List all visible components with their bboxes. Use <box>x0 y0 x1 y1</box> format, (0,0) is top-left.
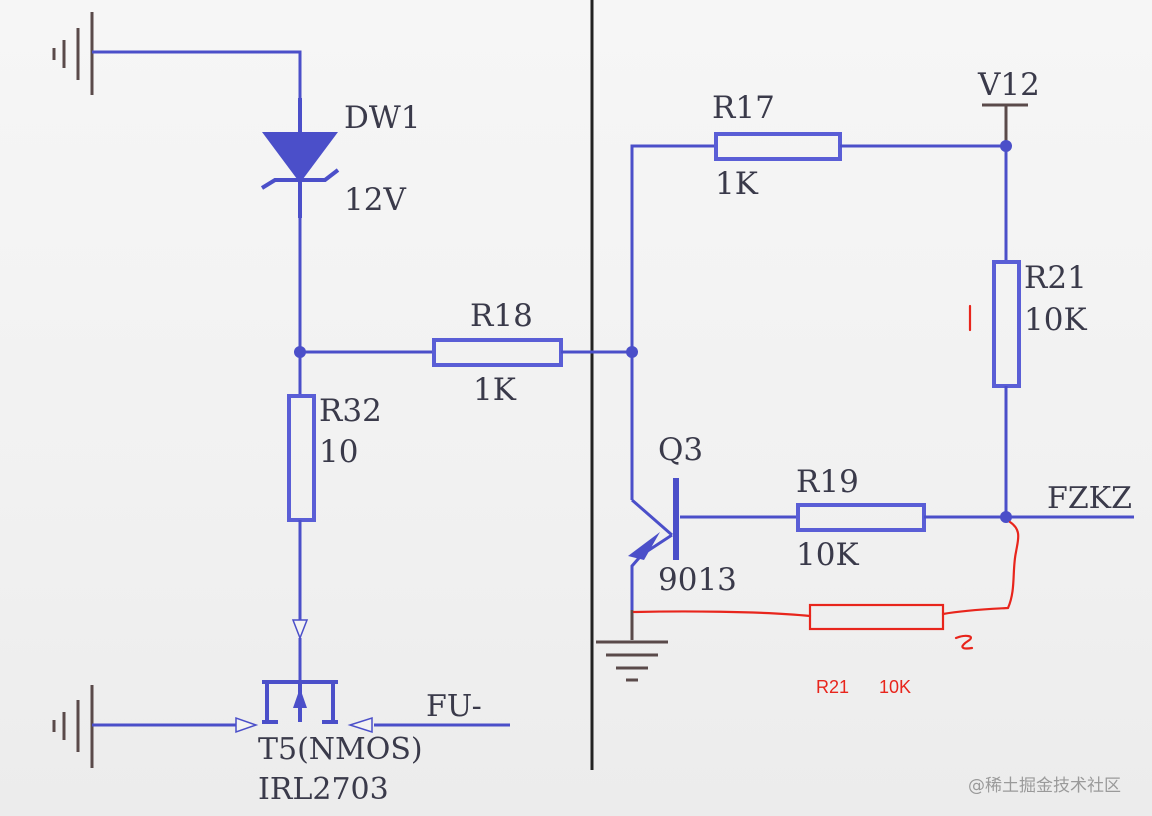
watermark: @稀土掘金技术社区 <box>968 776 1121 796</box>
zener-diode-dw1 <box>260 98 340 218</box>
r17-value: 1K <box>715 166 759 202</box>
dw1-label: DW1 <box>344 100 420 136</box>
gate-arrow <box>291 619 309 641</box>
resistor-r19 <box>796 503 926 532</box>
wire-collector-to-r17 <box>630 144 716 500</box>
transistor-q3 <box>628 478 679 610</box>
mosfet-t5 <box>262 638 338 724</box>
resistor-r32 <box>287 394 316 522</box>
resistor-r17 <box>714 132 842 161</box>
resistor-r21 <box>992 260 1021 388</box>
dw1-value: 12V <box>344 182 406 218</box>
r18-value: 1K <box>473 372 517 408</box>
r21-value: 10K <box>1024 302 1087 338</box>
ground-symbol-top-left <box>52 12 94 95</box>
wire-ground-to-zener <box>92 50 302 98</box>
t5-label: T5(NMOS) <box>258 732 423 767</box>
r32-label: R32 <box>319 393 382 429</box>
r18-label: R18 <box>470 298 533 334</box>
fu-minus-label: FU- <box>426 689 482 724</box>
t5-value: IRL2703 <box>258 772 389 807</box>
red-annotation-r21 <box>632 304 1020 650</box>
annotation-r21-value: 10K <box>879 677 911 697</box>
ground-symbol-bottom-left <box>52 685 94 768</box>
drain-arrow <box>347 716 373 734</box>
fzkz-label: FZKZ <box>1047 481 1132 516</box>
resistor-r18 <box>432 338 563 367</box>
ground-symbol-bottom-right <box>596 610 668 682</box>
v12-label: V12 <box>977 67 1040 103</box>
r32-value: 10 <box>319 434 358 470</box>
v12-supply-symbol <box>982 103 1028 146</box>
q3-value: 9013 <box>658 562 737 598</box>
r19-label: R19 <box>796 464 859 500</box>
mosfet-channel-arrow <box>293 688 307 708</box>
q3-label: Q3 <box>658 432 703 468</box>
source-arrow <box>235 716 259 734</box>
r17-label: R17 <box>712 90 775 126</box>
r19-value: 10K <box>796 537 859 573</box>
r21-label: R21 <box>1024 260 1087 296</box>
junction-node-collector <box>626 346 638 358</box>
annotation-r21-label: R21 <box>816 677 849 697</box>
